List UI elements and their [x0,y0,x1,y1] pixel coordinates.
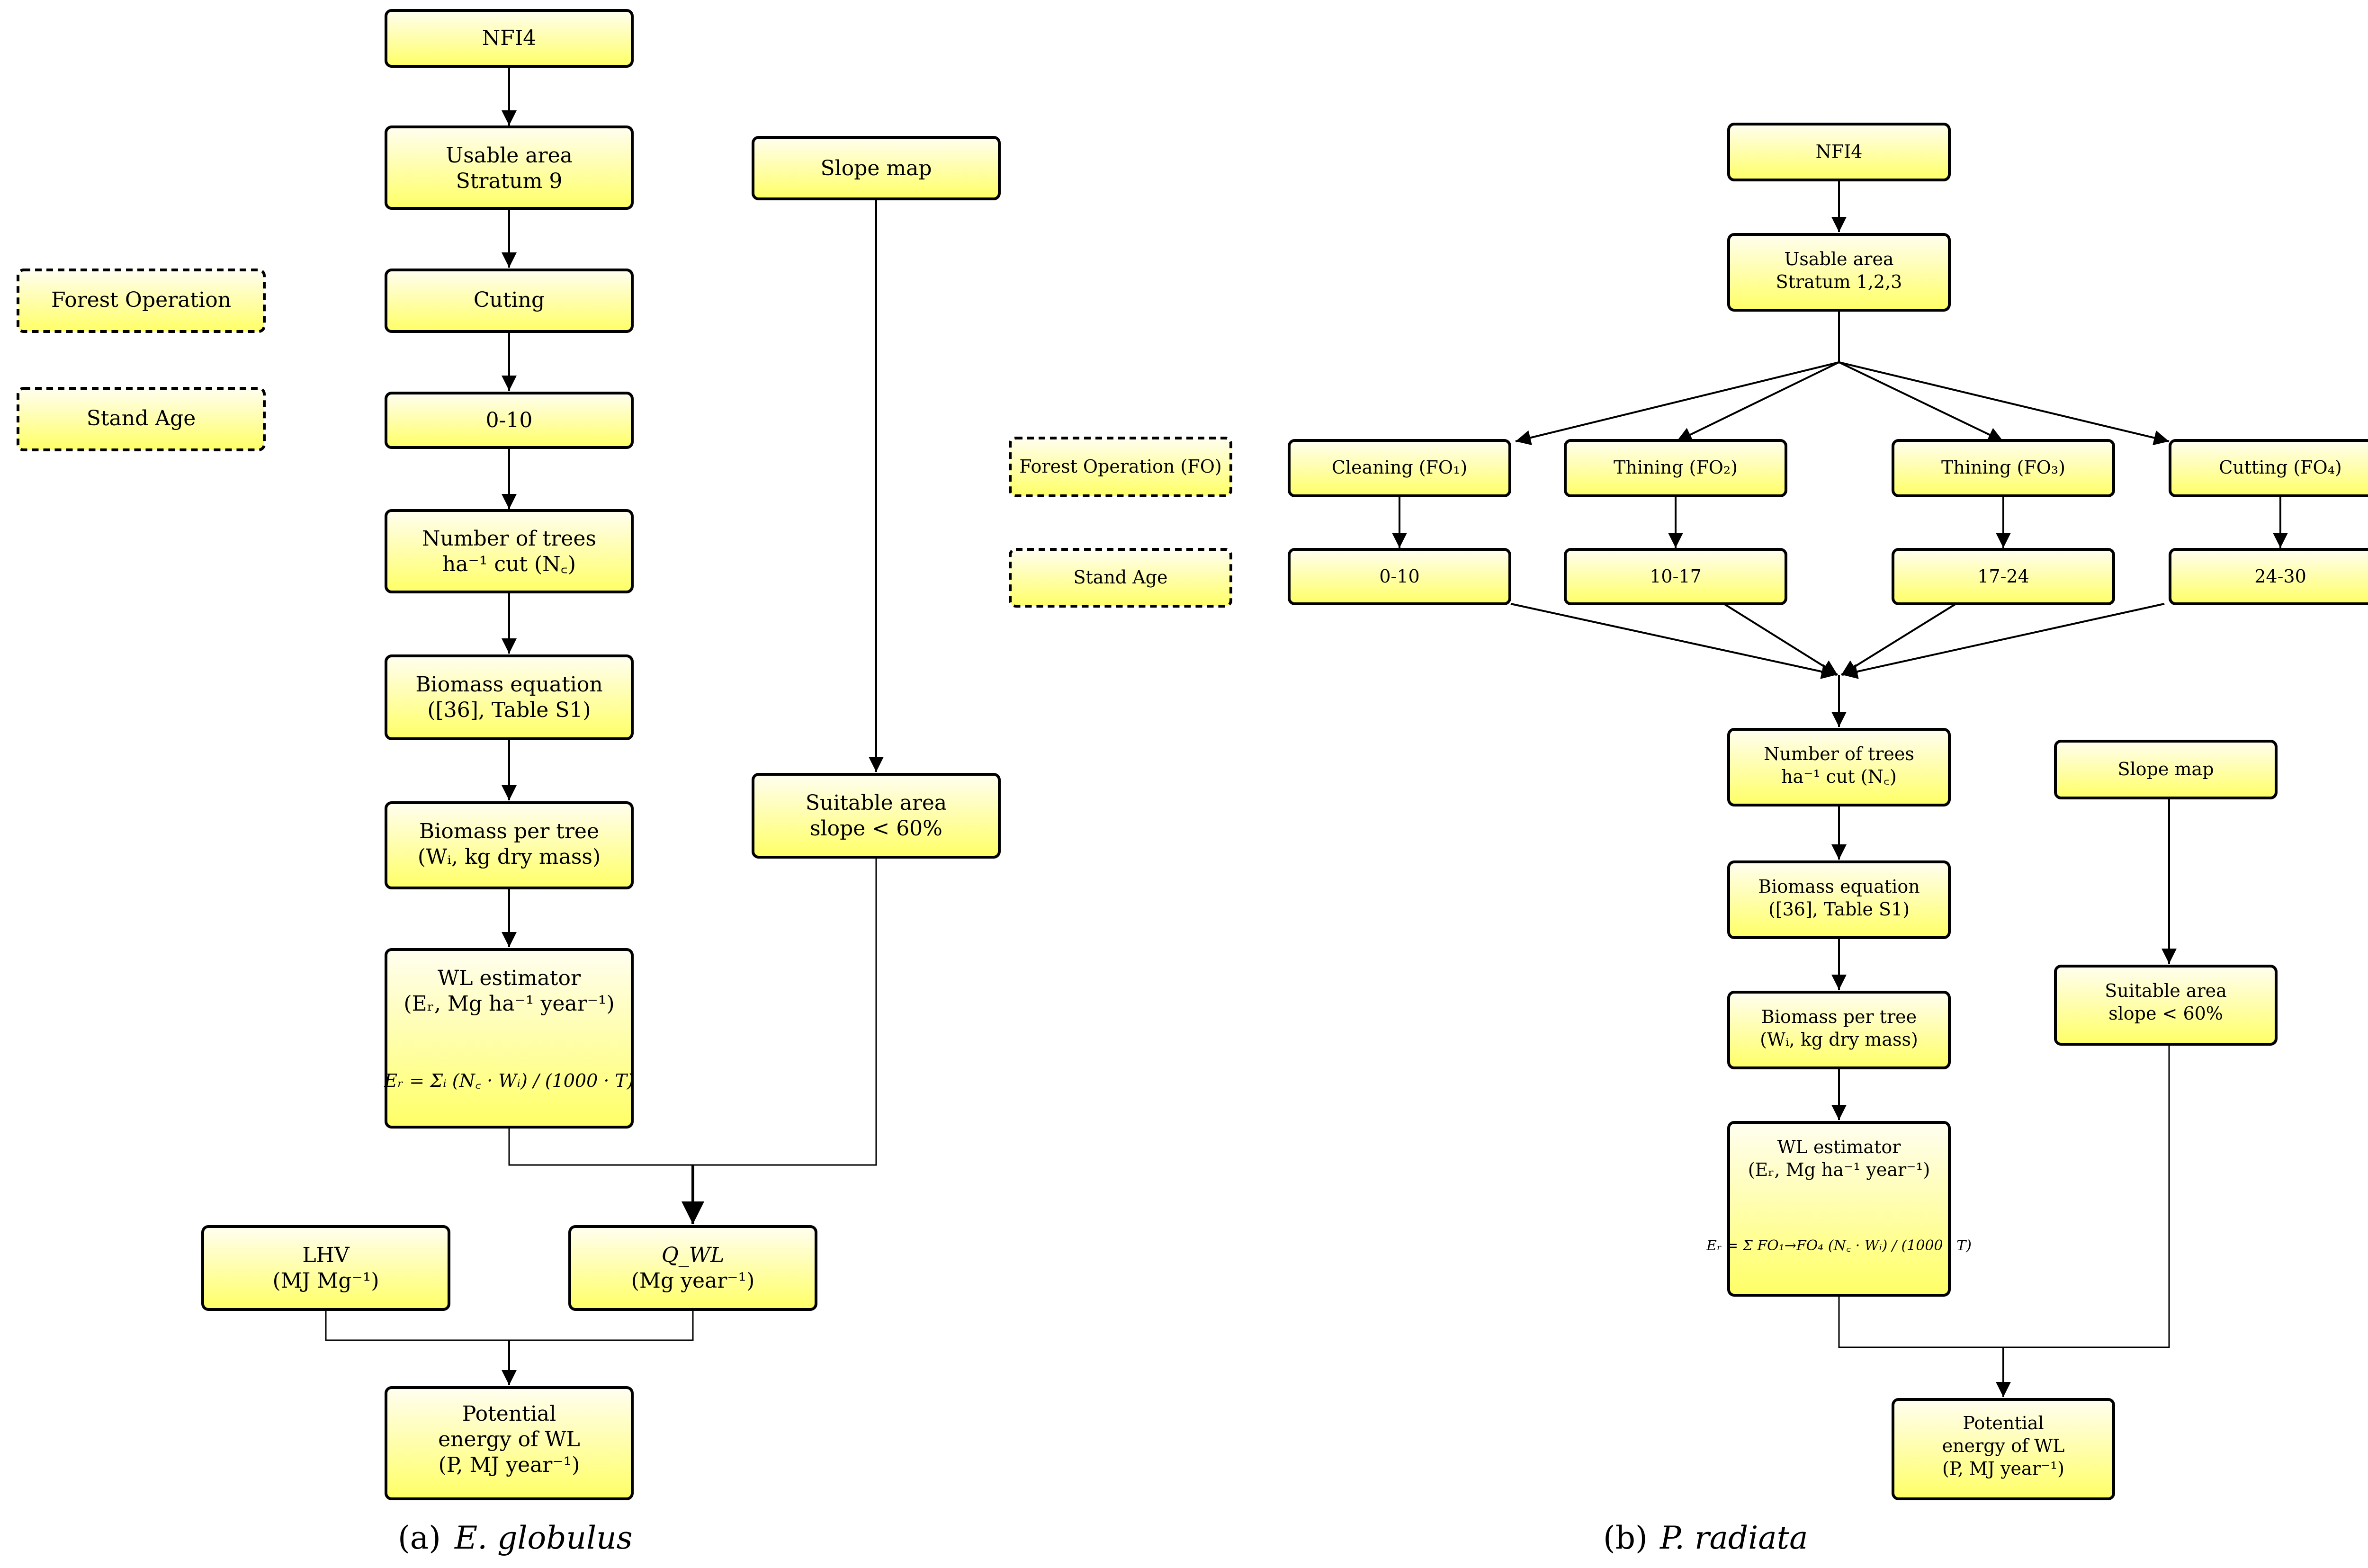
a-node-qwl: Q_WL (Mg year⁻¹) [568,1225,817,1311]
a-node-potential-energy: Potential energy of WL (P, MJ year⁻¹) [385,1386,634,1500]
b-thining2-label: Thining (FO₂) [1614,457,1738,478]
b-slope-label: Slope map [2118,759,2214,780]
b-wl-line1: WL estimator [1777,1137,1902,1157]
panel-a-nodes: NFI4 Usable area Stratum 9 Cuting 0-10 N… [17,9,1001,1500]
a-node-biomass-equation: Biomass equation ([36], Table S1) [385,654,634,740]
b-thining3-label: Thining (FO₃) [1941,457,2065,478]
a-suitable-line1: Suitable area [806,791,947,815]
b-node-biomass-equation: Biomass equation ([36], Table S1) [1727,860,1951,939]
a-caption-label: (a) [398,1520,441,1556]
b-potential-line2: energy of WL [1942,1435,2065,1456]
a-legend-fo-label: Forest Operation [51,288,231,312]
a-cuting-label: Cuting [474,288,545,312]
b-node-age-0-10: 0-10 [1288,548,1511,605]
b-suitable-line2: slope < 60% [2108,1003,2223,1024]
b-node-wl-estimator: WL estimator (Eᵣ, Mg ha⁻¹ year⁻¹) Eᵣ = Σ… [1706,1121,1972,1297]
b-wl-formula: Eᵣ = Σ FO₁→FO₄ (N꜀ · Wᵢ) / (1000 · T) [1706,1237,1972,1254]
b-caption-species: P. radiata [1659,1520,1808,1556]
a-node-nfi4: NFI4 [385,9,634,68]
b-node-cutting-fo4: Cutting (FO₄) [2169,439,2368,497]
b-age1-label: 0-10 [1379,566,1419,587]
panel-b-caption: (b) P. radiata [1603,1520,1808,1556]
b-node-age-24-30: 24-30 [2169,548,2368,605]
b-node-age-10-17: 10-17 [1564,548,1787,605]
a-legend-stand-age: Stand Age [17,387,266,451]
b-age2-label: 10-17 [1650,566,1702,587]
b-node-potential-energy: Potential energy of WL (P, MJ year⁻¹) [1892,1398,2115,1500]
b-biomass-tree-line1: Biomass per tree [1761,1006,1917,1027]
a-node-number-of-trees: Number of trees ha⁻¹ cut (N꜀) [385,509,634,593]
a-lhv-line1: LHV [302,1243,350,1267]
panel-b-nodes: NFI4 Usable area Stratum 1,2,3 Cleaning … [1009,123,2368,1500]
b-cleaning-label: Cleaning (FO₁) [1332,457,1467,478]
b-node-nfi4: NFI4 [1727,123,1951,181]
a-usable-line1: Usable area [446,143,573,168]
a-node-wl-estimator: WL estimator (Eᵣ, Mg ha⁻¹ year⁻¹) Eᵣ = Σ… [384,948,634,1129]
b-legend-age-label: Stand Age [1073,567,1167,588]
b-suitable-line1: Suitable area [2105,980,2227,1001]
a-node-lhv: LHV (MJ Mg⁻¹) [201,1225,450,1311]
a-node-cuting: Cuting [385,269,634,333]
b-node-usable-area: Usable area Stratum 1,2,3 [1727,233,1951,312]
a-biomass-tree-line1: Biomass per tree [419,819,599,843]
a-nfi4-label: NFI4 [482,26,536,50]
b-node-number-of-trees: Number of trees ha⁻¹ cut (N꜀) [1727,728,1951,806]
b-wl-line2: (Eᵣ, Mg ha⁻¹ year⁻¹) [1748,1159,1930,1180]
a-suitable-line2: slope < 60% [810,816,942,841]
b-legend-stand-age: Stand Age [1009,548,1232,608]
a-wl-line2: (Eᵣ, Mg ha⁻¹ year⁻¹) [404,992,614,1016]
b-node-slope-map: Slope map [2054,740,2278,799]
b-biomass-eq-line1: Biomass equation [1758,876,1920,897]
b-biomass-tree-line2: (Wᵢ, kg dry mass) [1760,1029,1918,1050]
panel-b-connectors [1392,180,2288,1397]
a-qwl-line1: Q_WL [662,1243,725,1267]
b-usable-line1: Usable area [1784,249,1893,269]
panel-a-caption: (a) E. globulus [398,1520,632,1556]
b-node-biomass-per-tree: Biomass per tree (Wᵢ, kg dry mass) [1727,991,1951,1069]
a-node-suitable-area: Suitable area slope < 60% [752,773,1001,859]
b-node-age-17-24: 17-24 [1892,548,2115,605]
a-legend-forest-operation: Forest Operation [17,269,266,333]
a-wl-line1: WL estimator [438,966,581,990]
a-legend-age-label: Stand Age [87,406,196,430]
a-node-biomass-per-tree: Biomass per tree (Wᵢ, kg dry mass) [385,801,634,889]
b-node-suitable-area: Suitable area slope < 60% [2054,965,2278,1046]
b-caption-label: (b) [1603,1520,1648,1556]
b-age3-label: 17-24 [1977,566,2029,587]
a-node-stand-age: 0-10 [385,392,634,449]
b-node-cleaning-fo1: Cleaning (FO₁) [1288,439,1511,497]
a-qwl-line2: (Mg year⁻¹) [631,1269,755,1293]
a-node-slope-map: Slope map [752,136,1001,200]
a-wl-formula: Eᵣ = Σᵢ (N꜀ · Wᵢ) / (1000 · T) [384,1070,634,1091]
b-legend-fo-label: Forest Operation (FO) [1019,456,1221,477]
a-potential-line3: (P, MJ year⁻¹) [439,1453,580,1477]
b-nfi4-label: NFI4 [1816,141,1863,162]
a-slope-label: Slope map [820,156,932,180]
b-node-thining-fo2: Thining (FO₂) [1564,439,1787,497]
a-node-usable-area: Usable area Stratum 9 [385,125,634,210]
a-potential-line2: energy of WL [438,1427,580,1452]
a-lhv-line2: (MJ Mg⁻¹) [272,1269,379,1293]
b-ntrees-line1: Number of trees [1764,744,1914,764]
b-ntrees-line2: ha⁻¹ cut (N꜀) [1781,766,1897,787]
a-ntrees-line1: Number of trees [422,527,596,551]
b-usable-line2: Stratum 1,2,3 [1776,271,1902,292]
b-potential-line3: (P, MJ year⁻¹) [1942,1458,2064,1479]
b-node-thining-fo3: Thining (FO₃) [1892,439,2115,497]
a-caption-species: E. globulus [454,1520,632,1556]
b-potential-line1: Potential [1963,1413,2044,1434]
a-biomass-tree-line2: (Wᵢ, kg dry mass) [418,845,601,869]
a-ntrees-line2: ha⁻¹ cut (N꜀) [442,552,576,576]
b-legend-forest-operation: Forest Operation (FO) [1009,437,1232,497]
a-age-label: 0-10 [486,408,533,432]
a-potential-line1: Potential [462,1402,556,1426]
panel-a-connectors [325,66,884,1385]
a-biomass-eq-line2: ([36], Table S1) [427,698,591,722]
b-biomass-eq-line2: ([36], Table S1) [1768,899,1910,920]
a-usable-line2: Stratum 9 [456,169,563,193]
a-biomass-eq-line1: Biomass equation [415,672,602,697]
b-age4-label: 24-30 [2254,566,2306,587]
b-cutting4-label: Cutting (FO₄) [2219,457,2342,478]
